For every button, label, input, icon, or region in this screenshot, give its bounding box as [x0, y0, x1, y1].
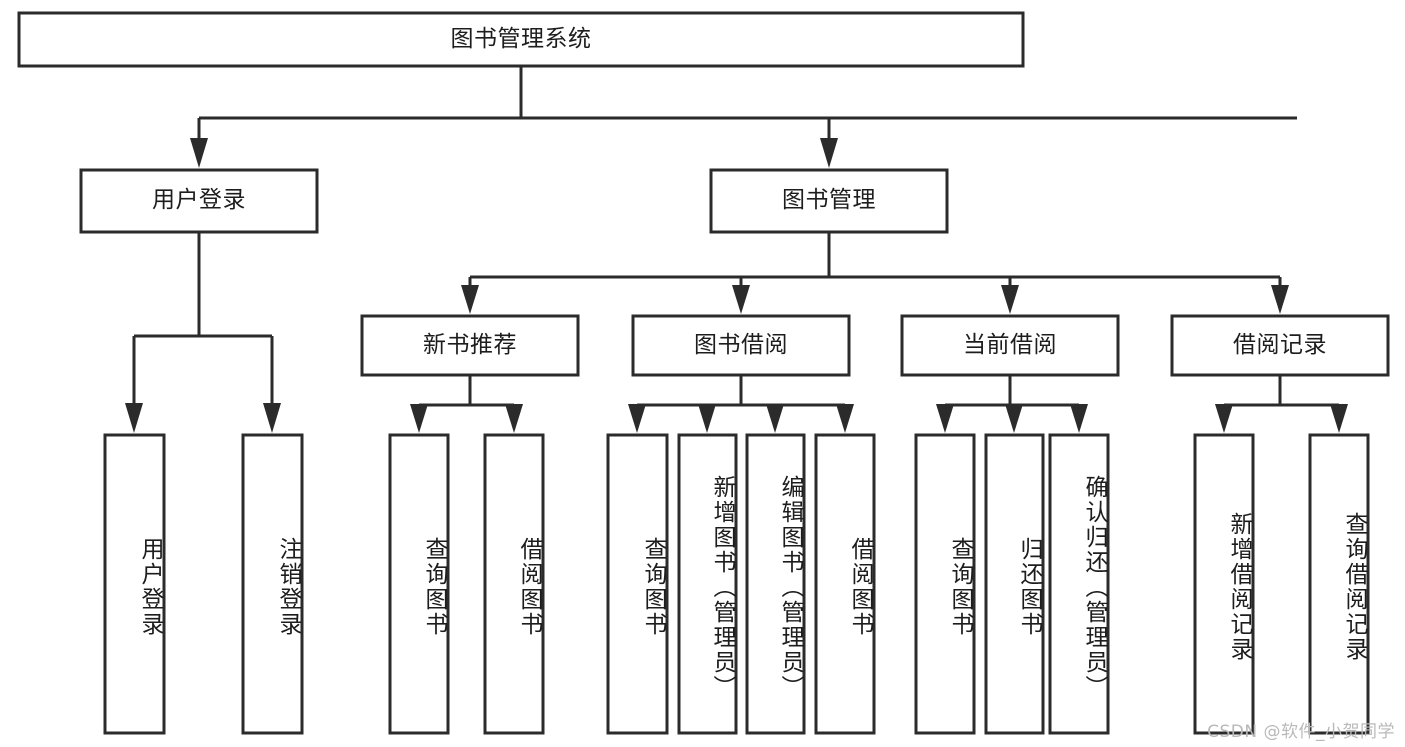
node-box-book-borrow[interactable]: [631, 314, 851, 377]
leaf-box-13[interactable]: [1308, 433, 1370, 735]
leaf-box-6[interactable]: [677, 433, 738, 735]
leaf-box-9[interactable]: [914, 433, 976, 735]
leaf-box-4[interactable]: [483, 433, 545, 735]
connector-root-to-level2: [190, 66, 1297, 168]
node-box-new-book-recommend[interactable]: [360, 314, 580, 377]
leaf-box-2[interactable]: [241, 433, 304, 735]
connector-user-login-to-leaves: [125, 232, 281, 433]
node-boxes: [17, 11, 1390, 735]
csdn-watermark: CSDN @软件_小贺同学: [1207, 722, 1395, 742]
leaf-box-8[interactable]: [814, 433, 876, 735]
connector-book-management-to-level3: [461, 232, 1289, 314]
leaf-box-5[interactable]: [606, 433, 669, 735]
leaf-box-10[interactable]: [984, 433, 1045, 735]
connector-borrow-record-to-leaves: [1215, 375, 1348, 433]
node-box-book-management[interactable]: [709, 168, 949, 234]
leaf-box-1[interactable]: [103, 433, 166, 735]
connector-book-borrow-to-leaves: [628, 375, 854, 433]
node-box-borrow-record[interactable]: [1170, 314, 1390, 377]
leaf-box-3[interactable]: [388, 433, 450, 735]
connector-current-borrow-to-leaves: [936, 375, 1088, 433]
leaf-box-7[interactable]: [745, 433, 806, 735]
connector-new-book-recommend-to-leaves: [410, 375, 523, 433]
node-box-user-login[interactable]: [79, 168, 319, 234]
leaf-box-11[interactable]: [1048, 433, 1110, 735]
node-box-current-borrow[interactable]: [900, 314, 1120, 377]
node-box-root[interactable]: [17, 11, 1025, 68]
leaf-box-12[interactable]: [1193, 433, 1255, 735]
